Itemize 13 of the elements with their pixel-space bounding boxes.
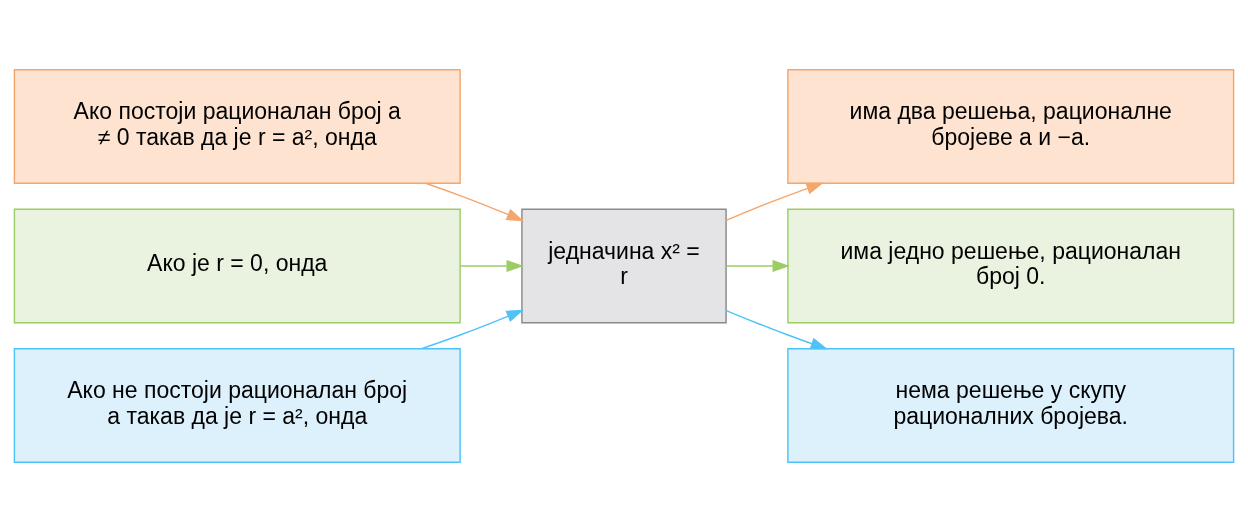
node-box: Ако постоји рационалан број a ≠ 0 такав да је r = a², онда	[13, 68, 461, 184]
arrow	[425, 182, 524, 221]
node-box: нема решење у скупу рационалних бројева.	[787, 347, 1235, 463]
arrow	[421, 309, 524, 349]
node-box: има два решења, рационалне бројеве a и −a.	[787, 68, 1235, 184]
arrow	[725, 259, 790, 272]
node-box: једначина x² = r	[521, 208, 727, 323]
arrow	[725, 182, 824, 221]
node-box: Ако је r = 0, онда	[13, 208, 461, 323]
node-box: има једно решење, рационалан број 0.	[787, 208, 1235, 323]
node-box: Ако не постоји рационалан број a такав да је r = a², онда	[13, 347, 461, 463]
arrow	[725, 309, 828, 349]
arrow	[459, 259, 524, 272]
